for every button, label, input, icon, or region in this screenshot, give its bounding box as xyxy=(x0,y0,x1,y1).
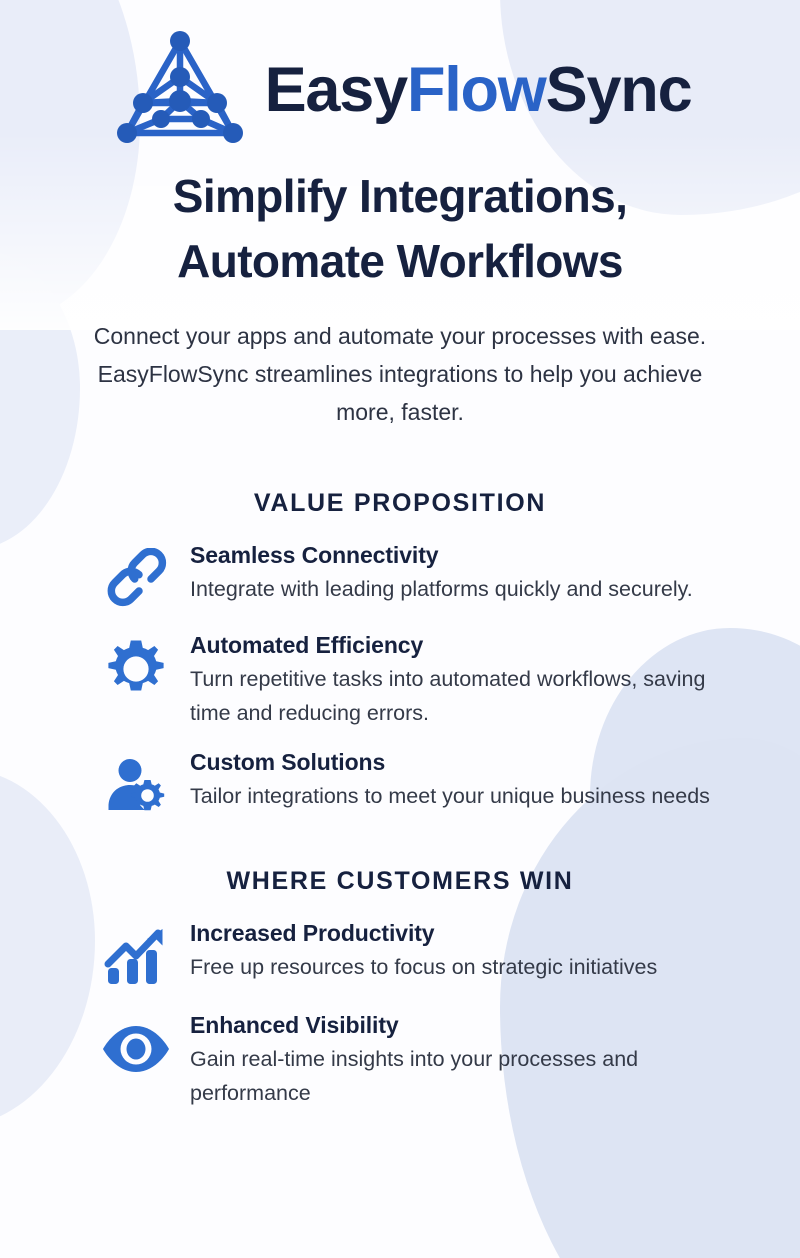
link-chain-icon xyxy=(98,540,174,614)
list-item: Automated Efficiency Turn repetitive tas… xyxy=(34,630,766,731)
wordmark-part-flow: Flow xyxy=(406,54,547,125)
list-item: Seamless Connectivity Integrate with lea… xyxy=(34,540,766,614)
list-item: Increased Productivity Free up resources… xyxy=(34,918,766,992)
feature-description: Integrate with leading platforms quickly… xyxy=(190,577,693,602)
feature-description: Tailor integrations to meet your unique … xyxy=(190,783,710,808)
wordmark-part-easy: Easy xyxy=(264,54,409,125)
gear-icon xyxy=(98,630,174,704)
list-item-text: Enhanced Visibility Gain real-time insig… xyxy=(190,1010,766,1111)
list-item-text: Custom Solutions Tailor integrations to … xyxy=(190,747,766,814)
headline-line-1: Simplify Integrations, xyxy=(172,170,628,222)
feature-title: Automated Efficiency xyxy=(190,632,424,659)
feature-description: Gain real-time insights into your proces… xyxy=(190,1046,639,1105)
list-item-text: Seamless Connectivity Integrate with lea… xyxy=(190,540,766,607)
customer-wins-list: Increased Productivity Free up resources… xyxy=(34,918,766,1111)
network-nodes-logo-icon xyxy=(109,29,251,152)
brand-wordmark: EasyFlowSync xyxy=(265,58,693,122)
section-heading-where-customers-win: WHERE CUSTOMERS WIN xyxy=(226,866,574,895)
feature-title: Enhanced Visibility xyxy=(190,1011,399,1038)
section-heading-value-proposition: VALUE PROPOSITION xyxy=(253,489,547,518)
growth-chart-icon xyxy=(98,918,174,992)
list-item: Custom Solutions Tailor integrations to … xyxy=(34,747,766,821)
wordmark-part-sync: Sync xyxy=(545,54,693,125)
list-item: Enhanced Visibility Gain real-time insig… xyxy=(34,1010,766,1111)
feature-description: Turn repetitive tasks into automated wor… xyxy=(190,667,706,725)
brand-header: EasyFlowSync xyxy=(34,0,766,143)
list-item-text: Increased Productivity Free up resources… xyxy=(190,918,766,985)
user-gear-icon xyxy=(98,747,174,821)
eye-icon xyxy=(98,1010,174,1084)
hero-subtitle: Connect your apps and automate your proc… xyxy=(93,322,707,425)
feature-title: Seamless Connectivity xyxy=(190,542,439,569)
value-proposition-list: Seamless Connectivity Integrate with lea… xyxy=(34,540,766,821)
feature-description: Free up resources to focus on strategic … xyxy=(190,954,658,979)
page-title: Simplify Integrations, Automate Workflow… xyxy=(34,164,766,295)
list-item-text: Automated Efficiency Turn repetitive tas… xyxy=(190,630,766,731)
headline-line-2: Automate Workflows xyxy=(177,235,623,288)
feature-title: Increased Productivity xyxy=(190,919,435,946)
feature-title: Custom Solutions xyxy=(190,748,386,775)
